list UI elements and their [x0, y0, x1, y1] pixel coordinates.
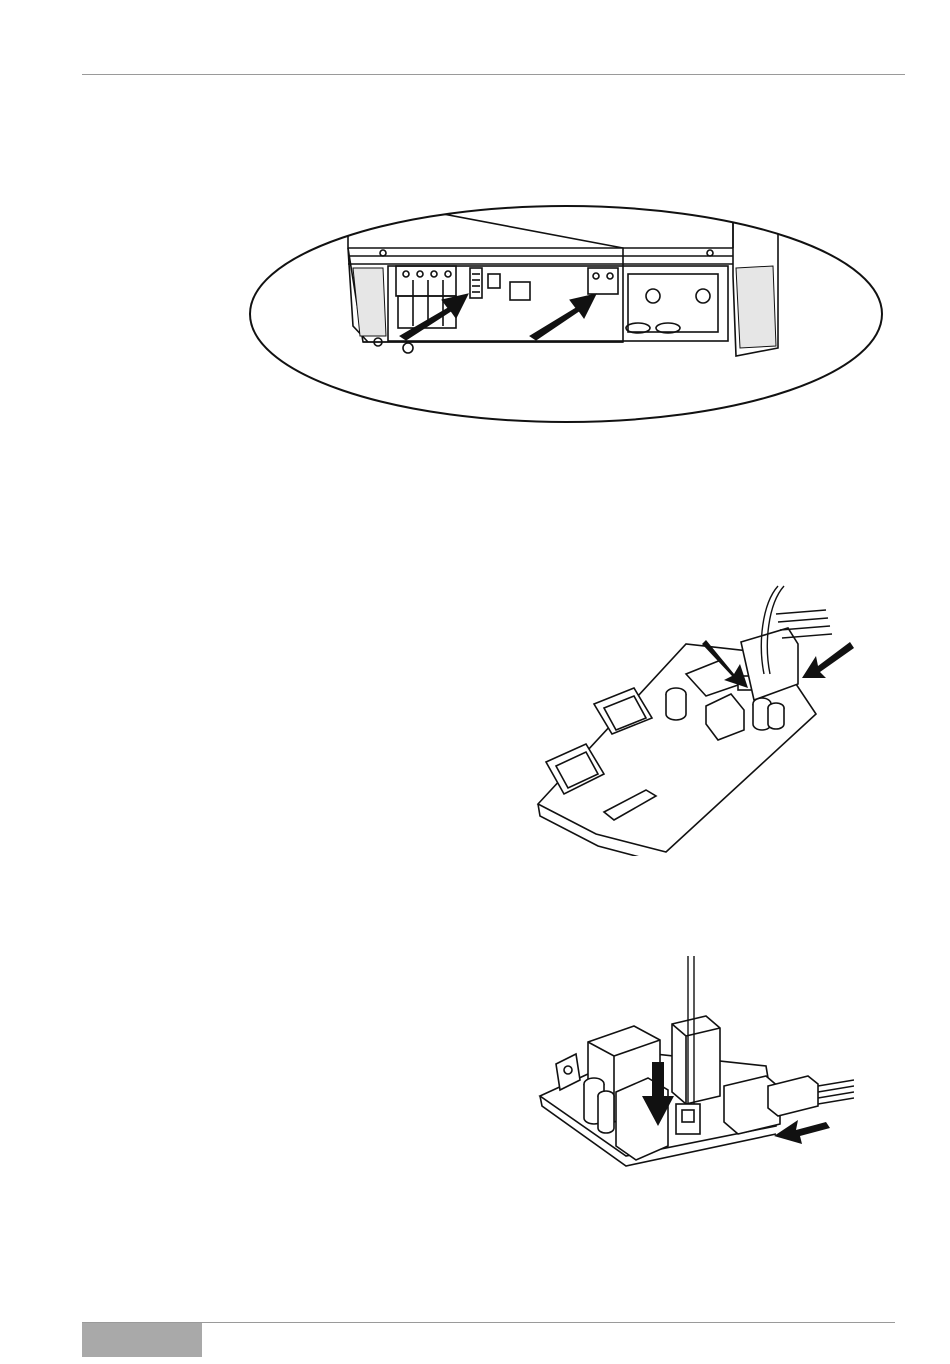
arrow-left-icon — [802, 642, 854, 678]
arrow-left-icon — [774, 1120, 830, 1144]
footer-tab — [82, 1323, 202, 1357]
footer-rule — [82, 1322, 895, 1323]
inverter-bottom-figure — [248, 196, 888, 426]
board-cable-unplug-illustration-icon — [536, 956, 854, 1170]
header-rule — [82, 74, 905, 75]
comm-board-top-figure — [526, 584, 862, 856]
comm-board-side-figure — [536, 956, 854, 1170]
communication-board-connectors-illustration-icon — [526, 584, 862, 856]
inverter-bottom-terminal-illustration-icon — [248, 196, 888, 426]
